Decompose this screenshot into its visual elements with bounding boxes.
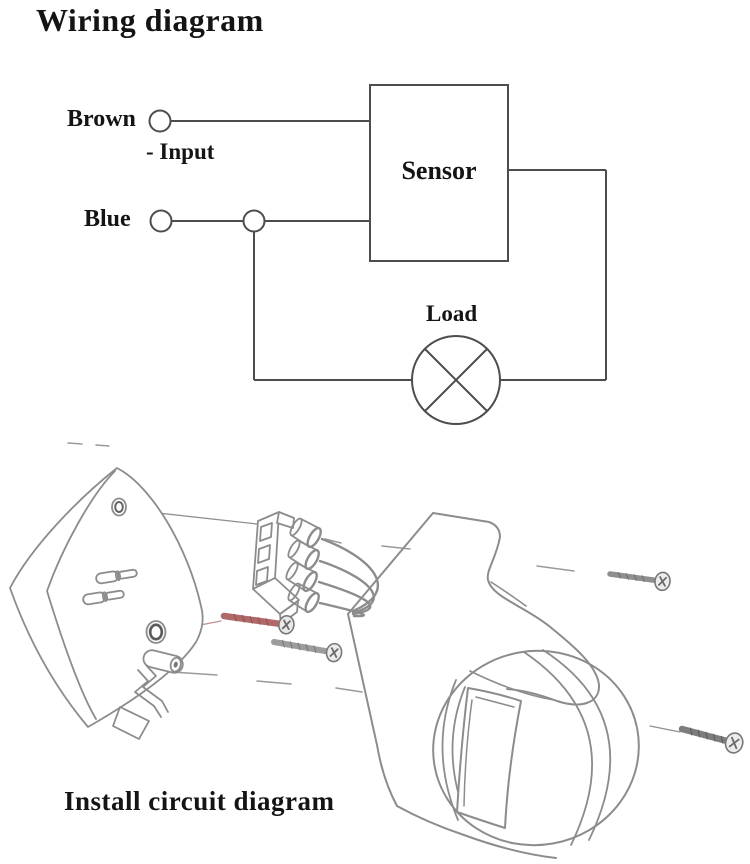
terminal-barrels [284, 516, 324, 614]
screws [223, 565, 745, 755]
sensor-body [348, 513, 654, 861]
input-label: - Input [146, 139, 215, 164]
screw-bottom-right [679, 719, 745, 754]
page-title: Wiring diagram [36, 2, 264, 38]
terminal-block [253, 512, 323, 624]
terminal-window-1 [260, 523, 272, 541]
install-illustration [10, 443, 745, 861]
lens-ball [418, 635, 655, 862]
phillips-cross-icon [730, 738, 739, 749]
mounting-clip [113, 665, 168, 739]
terminal-window-3 [256, 567, 268, 585]
screw-top-right [609, 565, 671, 591]
wire-3 [319, 582, 370, 614]
body-lower-outline [348, 614, 556, 858]
sensor-box-label: Sensor [401, 156, 477, 185]
blue-wire-label: Blue [84, 206, 131, 232]
load-lamp-symbol [412, 336, 500, 424]
wire-4 [320, 603, 364, 616]
lens-band-1 [543, 650, 610, 840]
screw-middle [272, 633, 343, 663]
load-label: Load [426, 301, 478, 326]
screw-red [223, 607, 295, 635]
phillips-cross-icon [659, 577, 666, 586]
brown-wire-label: Brown [67, 106, 136, 132]
terminal-block-bottom-face [253, 578, 299, 614]
terminal-window-2 [258, 545, 270, 563]
body-roll-inner-line [470, 671, 554, 700]
brown-terminal [150, 111, 171, 132]
lens-rim-arc-1 [442, 680, 458, 820]
phillips-cross-icon [330, 648, 337, 657]
wall-anchor-1 [95, 568, 137, 584]
install-caption: Install circuit diagram [64, 786, 335, 816]
lens-band-2 [524, 652, 592, 845]
blue-terminal [151, 211, 172, 232]
back-plate [10, 468, 203, 739]
body-upper-outline [348, 513, 599, 704]
terminal-block-top-face [277, 512, 294, 528]
wire-1 [322, 539, 378, 611]
bottom-bushing [142, 648, 185, 674]
sensor-box [370, 85, 508, 261]
wall-anchor-2 [82, 589, 124, 605]
wiring-schematic [150, 85, 607, 424]
sensor-window [457, 688, 521, 828]
cable-grommet-hole [147, 621, 166, 643]
junction-node [244, 211, 265, 232]
body-knob-inner-line [491, 582, 526, 606]
screw-grommet [112, 499, 126, 516]
wires [319, 539, 378, 616]
back-plate-thickness-edge [47, 471, 115, 719]
phillips-cross-icon [283, 620, 290, 629]
